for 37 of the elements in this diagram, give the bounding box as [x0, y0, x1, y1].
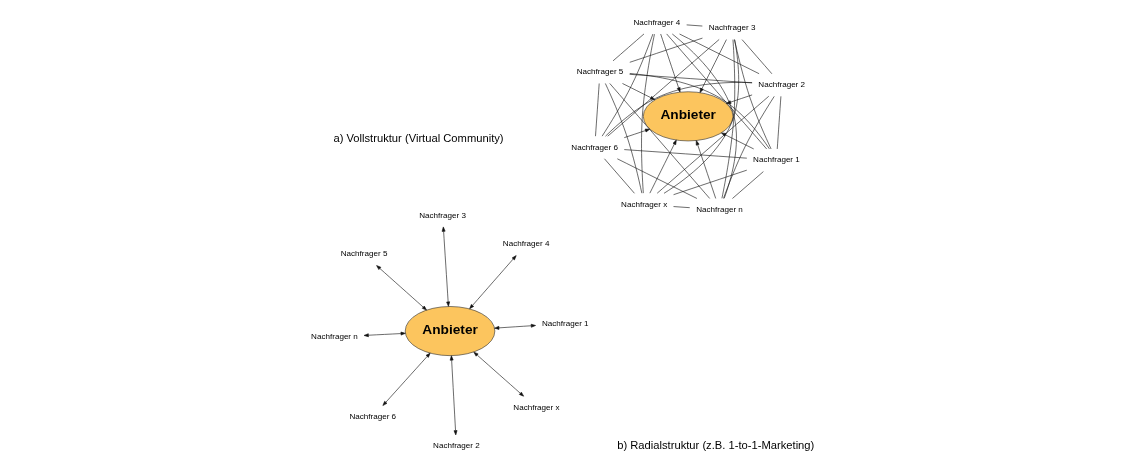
connector: [604, 81, 752, 136]
connector: [623, 148, 747, 158]
arrow: [623, 128, 650, 138]
connector: [721, 38, 735, 199]
connector: [629, 72, 770, 149]
arrow: [363, 331, 406, 337]
connector: [722, 95, 775, 199]
arrow: [649, 139, 677, 193]
arrow: [449, 354, 457, 435]
arrow: [468, 254, 516, 309]
label: a) Vollstruktur (Virtual Community): [332, 131, 504, 144]
connector: [678, 33, 759, 74]
connector: [733, 38, 771, 149]
arrow: [473, 351, 524, 396]
label: b) Radialstruktur (z.B. 1-to-1-Marketing): [616, 438, 814, 451]
connector: [628, 73, 752, 83]
connector: [671, 33, 737, 199]
arrow: [699, 38, 727, 93]
connector: [604, 82, 642, 193]
arrow: [720, 132, 754, 149]
connector: [672, 169, 747, 195]
connector: [640, 33, 655, 193]
arrow: [725, 94, 752, 104]
arrow: [441, 226, 450, 307]
connector: [656, 95, 769, 194]
connector: [628, 37, 703, 63]
arrow: [375, 264, 427, 310]
arrow: [382, 352, 430, 406]
connector: [608, 82, 710, 199]
connector: [663, 38, 739, 194]
connector: [665, 33, 767, 149]
arrow: [621, 82, 655, 100]
arrow: [493, 323, 536, 330]
arrow: [659, 33, 680, 92]
arrow: [695, 139, 716, 199]
connector: [606, 38, 719, 137]
connector: [616, 158, 697, 199]
